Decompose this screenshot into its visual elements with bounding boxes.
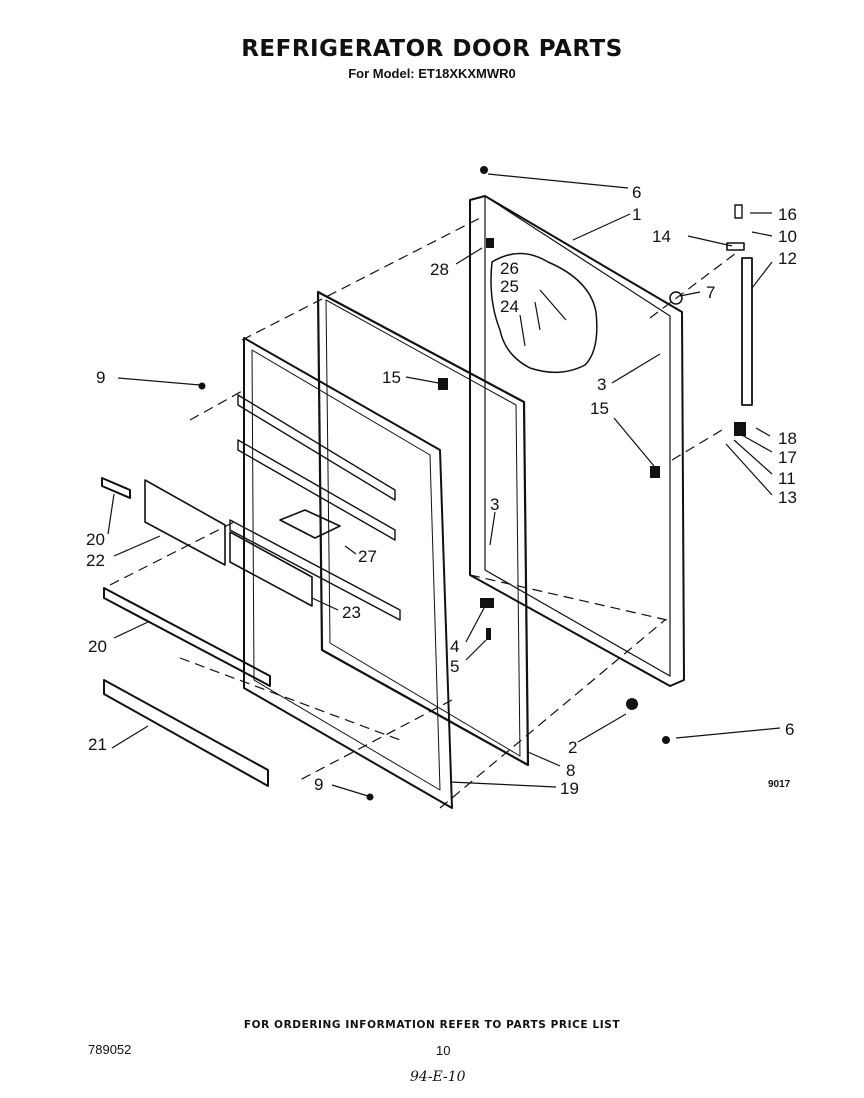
callout-18: 18 [778,429,797,448]
screw-left-bottom [366,793,374,801]
door-handle [741,257,753,406]
screw-top [480,166,488,174]
callout-12: 12 [778,249,797,268]
callout-6-bottom: 6 [785,720,794,739]
model-subtitle: For Model: ET18XKXMWR0 [348,66,516,81]
callout-3-top: 3 [597,375,606,394]
cutaway-detail [490,252,598,374]
callout-3-mid: 3 [490,495,499,514]
page-title: REFRIGERATOR DOOR PARTS [241,36,623,62]
hinge-top [726,242,745,251]
callout-20-bottom: 20 [88,637,107,656]
stop-bracket [650,466,660,478]
callout-28: 28 [430,260,449,279]
plug [486,238,494,248]
handwritten-mark: 94-E-10 [410,1069,466,1085]
shelf-bar-middle [103,587,271,687]
screw-bottom [662,736,670,744]
ordering-note: FOR ORDERING INFORMATION REFER TO PARTS … [243,1019,621,1031]
inner-door-liner [243,337,453,809]
callout-13: 13 [778,488,797,507]
page-number: 10 [436,1043,451,1058]
callout-9-bottom: 9 [314,775,323,794]
callout-27: 27 [358,547,377,566]
callout-14: 14 [652,227,671,246]
callout-17: 17 [778,448,797,467]
door-stop [669,291,683,305]
callout-6-top: 6 [632,183,641,202]
callout-19: 19 [560,779,579,798]
callout-21: 21 [88,735,107,754]
butter-compartment [279,509,341,539]
callout-23: 23 [342,603,361,622]
callout-15-left: 15 [382,368,401,387]
hinge-cam [438,378,448,390]
washer [486,628,491,640]
callout-10: 10 [778,227,797,246]
callout-labels: 6 1 16 10 14 12 7 28 26 25 24 3 15 18 17… [86,183,797,798]
callout-24: 24 [500,297,519,316]
bushing [626,698,638,710]
callout-9-top: 9 [96,368,105,387]
door-shelf-insert [229,531,313,607]
hinge-bracket [480,598,494,608]
callout-1: 1 [632,205,641,224]
callout-8: 8 [566,761,575,780]
door-shelf-bottom [103,679,269,787]
callout-20-top: 20 [86,530,105,549]
callout-2: 2 [568,738,577,757]
document-number: 789052 [88,1042,132,1057]
callout-22: 22 [86,551,105,570]
callout-4: 4 [450,637,459,656]
handle-bracket [734,422,746,436]
callout-5: 5 [450,657,459,676]
callout-7: 7 [706,283,715,302]
screw-left-top [198,382,206,390]
callout-25: 25 [500,277,519,296]
callout-26: 26 [500,259,519,278]
hinge-pin [734,204,743,219]
shelf-bar-upper [101,477,131,499]
door-gasket [316,290,530,767]
callout-15-right: 15 [590,399,609,418]
callout-16: 16 [778,205,797,224]
callout-11: 11 [778,469,796,488]
figure-code: 9017 [768,779,791,790]
dairy-door [144,479,226,566]
